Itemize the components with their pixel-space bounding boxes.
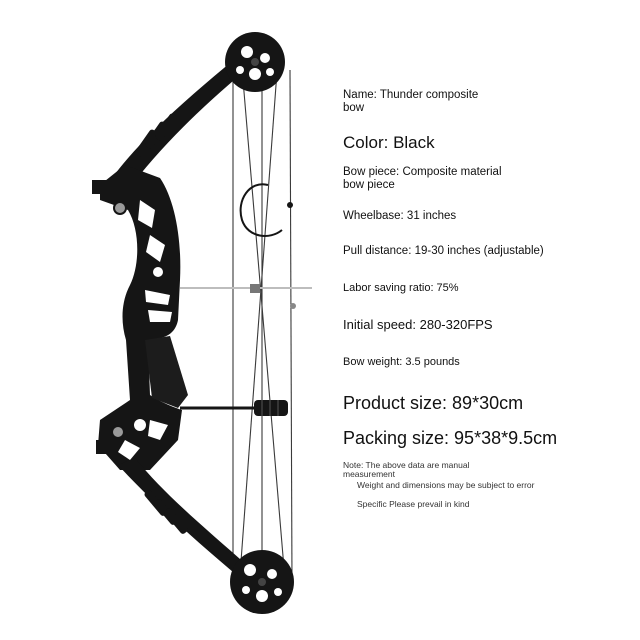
stabilizer-weight <box>254 400 288 416</box>
note-line-1: Note: The above data are manual measurem… <box>343 460 470 480</box>
spec-wheelbase: Wheelbase: 31 inches <box>343 210 457 222</box>
bow-strings <box>232 56 293 592</box>
note-line-2: Weight and dimensions may be subject to … <box>357 480 535 490</box>
peep-loop <box>239 183 283 237</box>
spec-color: Color: Black <box>343 133 435 152</box>
spec-pull-distance: Pull distance: 19-30 inches (adjustable) <box>343 245 544 257</box>
spec-bow-weight: Bow weight: 3.5 pounds <box>343 356 460 368</box>
spec-name: Name: Thunder composite bow <box>343 89 479 115</box>
upper-knob <box>113 201 127 215</box>
upper-mount <box>92 180 108 194</box>
riser <box>98 165 182 470</box>
lower-limb-dampeners <box>144 490 188 534</box>
stabilizer-rings <box>261 400 279 416</box>
spec-initial-speed: Initial speed: 280-320FPS <box>343 317 493 332</box>
lower-cam <box>230 550 294 614</box>
note-line-3: Specific Please prevail in kind <box>357 499 470 509</box>
spec-packing-size: Packing size: 95*38*9.5cm <box>343 428 558 448</box>
upper-limb-dampeners <box>135 113 177 157</box>
grip <box>145 336 188 408</box>
upper-cam <box>225 32 285 92</box>
nock-point <box>250 284 260 293</box>
lower-knob <box>111 425 125 439</box>
spec-product-size: Product size: 89*30cm <box>343 393 524 413</box>
upper-limb <box>112 58 246 190</box>
spec-labor-saving: Labor saving ratio: 75% <box>343 282 459 294</box>
lower-mount <box>96 440 112 454</box>
lower-limb <box>118 458 248 578</box>
riser-cutouts <box>118 200 172 460</box>
spec-bow-piece: Bow piece: Composite material bow piece <box>343 166 502 192</box>
